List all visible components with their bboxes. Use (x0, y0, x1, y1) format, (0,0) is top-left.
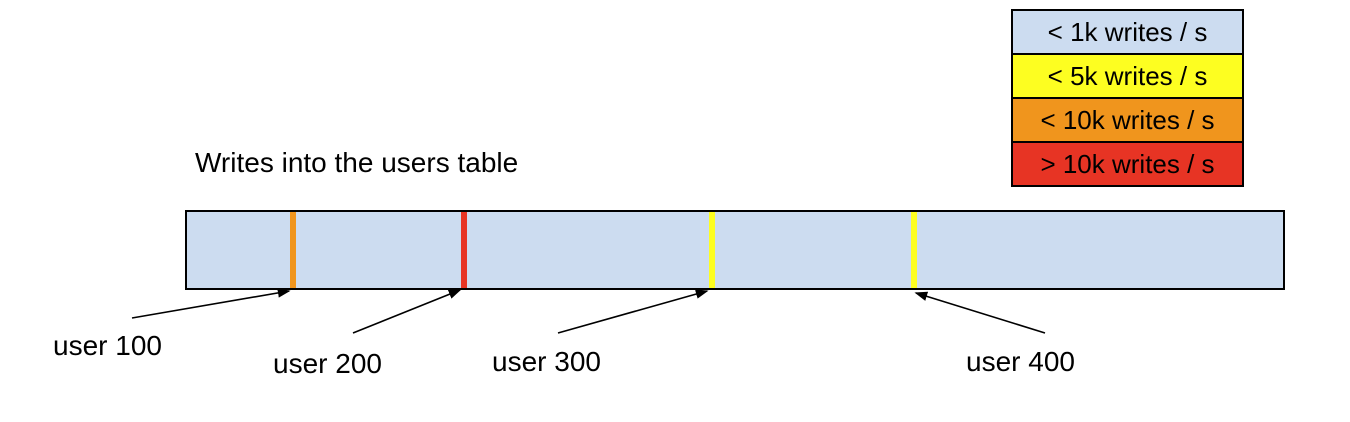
arrow-user-200 (352, 289, 462, 334)
legend-item-label: < 5k writes / s (1047, 60, 1208, 91)
legend-item-gt-10k: > 10k writes / s (1011, 141, 1244, 187)
legend-item-lt-10k: < 10k writes / s (1011, 97, 1244, 143)
legend-item-lt-1k: < 1k writes / s (1011, 9, 1244, 55)
label-user-400: user 400 (966, 346, 1075, 377)
legend-item-label: > 10k writes / s (1040, 148, 1215, 179)
hotspot-stripe-user-100 (290, 212, 296, 288)
arrow-user-400 (914, 291, 1046, 334)
legend-item-label: < 1k writes / s (1047, 16, 1208, 47)
hotspot-stripe-user-400 (911, 212, 917, 288)
diagram-title: Writes into the users table (195, 147, 519, 178)
hotspot-stripe-user-300 (709, 212, 715, 288)
label-user-300: user 300 (492, 346, 601, 377)
arrow-user-100 (131, 288, 291, 319)
legend-item-label: < 10k writes / s (1040, 104, 1215, 135)
label-user-200: user 200 (273, 348, 382, 379)
legend: < 1k writes / s < 5k writes / s < 10k wr… (1011, 9, 1244, 187)
arrow-user-300 (557, 289, 709, 334)
legend-item-lt-5k: < 5k writes / s (1011, 53, 1244, 99)
label-user-100: user 100 (53, 330, 162, 361)
users-table-bar (185, 210, 1285, 290)
hotspot-stripe-user-200 (461, 212, 467, 288)
